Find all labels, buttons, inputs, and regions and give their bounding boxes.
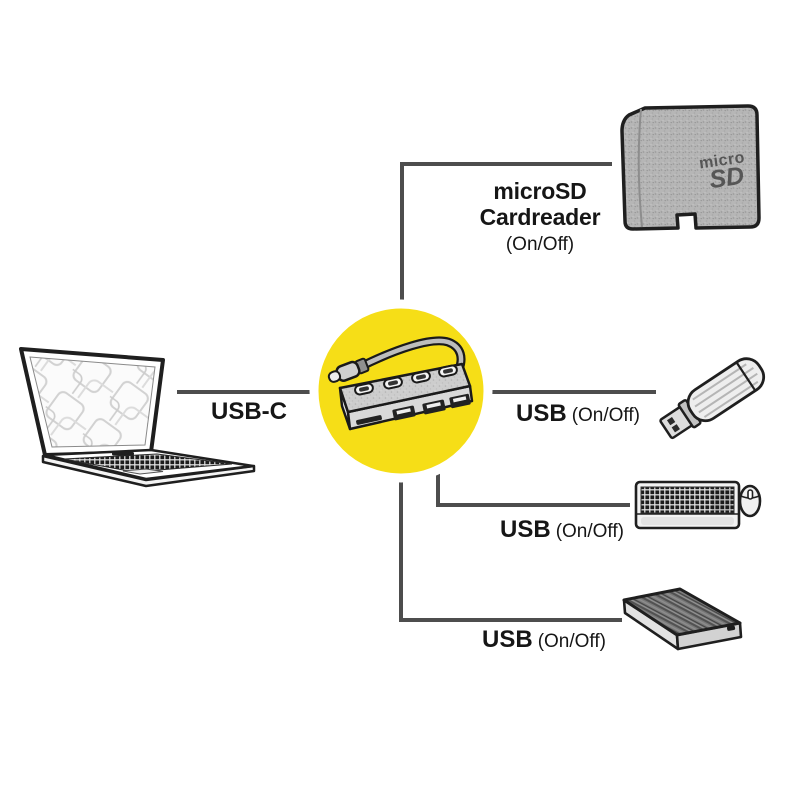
usb-flash-drive-label: USB(On/Off) bbox=[516, 400, 640, 427]
external-hard-drive-icon bbox=[622, 587, 743, 651]
hub-port-buttons bbox=[354, 364, 458, 396]
hub-highlight bbox=[309, 299, 493, 483]
usb-c-plug-icon bbox=[327, 357, 370, 383]
usb-c-label: USB-C bbox=[211, 398, 287, 425]
connector-keyboard bbox=[436, 455, 630, 507]
microsd-label-state: (On/Off) bbox=[505, 233, 575, 255]
keyboard-icon bbox=[634, 480, 741, 530]
microsd-label: microSD Cardreader (On/Off) bbox=[460, 178, 620, 256]
keyboard-mouse-icon bbox=[634, 480, 762, 530]
microsd-label-name: microSD Cardreader bbox=[479, 178, 601, 230]
usb-flash-drive-icon bbox=[659, 357, 766, 440]
connector-microsd bbox=[400, 162, 612, 312]
usb-keyboard-label: USB(On/Off) bbox=[500, 516, 624, 543]
usb-hard-drive-label: USB(On/Off) bbox=[482, 626, 606, 653]
usb-c-hub-icon bbox=[327, 336, 474, 431]
svg-text:SD: SD bbox=[708, 162, 746, 195]
microsd-card-icon: micro SD bbox=[620, 104, 761, 231]
hub-front-ports bbox=[356, 393, 471, 425]
connector-hard-drive bbox=[399, 455, 622, 622]
laptop-icon bbox=[19, 347, 256, 488]
mouse-icon bbox=[738, 484, 762, 518]
svg-text:micro: micro bbox=[698, 149, 746, 172]
microsd-logo: micro SD bbox=[698, 149, 746, 195]
